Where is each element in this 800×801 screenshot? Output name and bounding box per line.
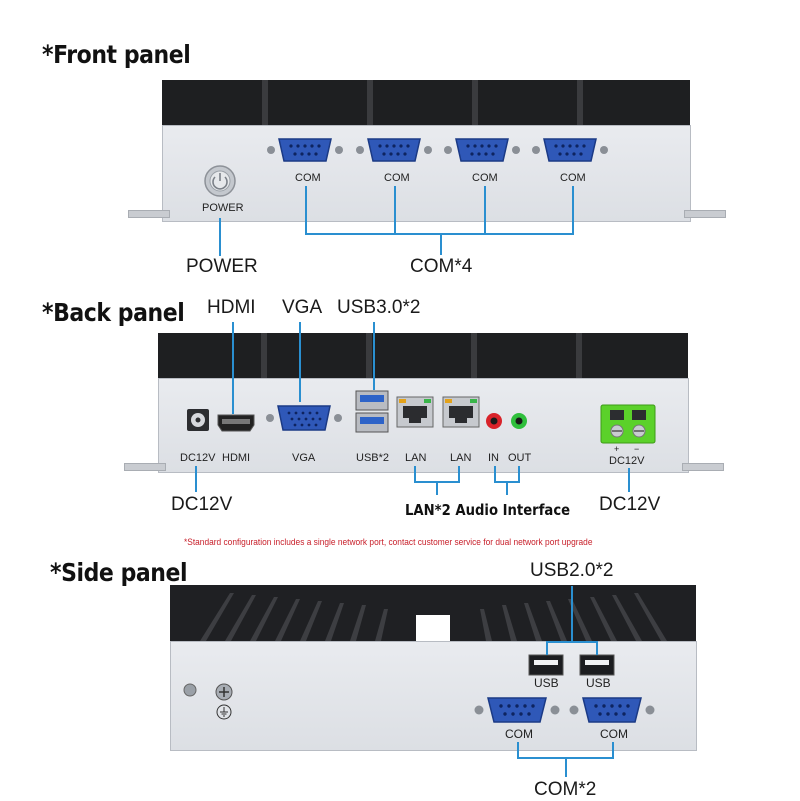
- terminal-minus-label: −: [634, 444, 640, 454]
- com-port-label: COM: [560, 172, 586, 184]
- com-port-label: COM: [295, 172, 321, 184]
- db9-com-port-icon: [474, 697, 560, 723]
- hdmi-callout: HDMI: [207, 297, 256, 318]
- back-panel-title: *Back panel: [42, 298, 185, 327]
- heatsink-fins: [170, 585, 696, 641]
- audio-in-label: IN: [488, 452, 499, 464]
- callout-line: [373, 322, 375, 390]
- callout-line: [546, 641, 597, 643]
- hdmi-port-icon: [217, 414, 255, 432]
- hdmi-port-label: HDMI: [222, 452, 251, 464]
- callout-line: [628, 468, 630, 492]
- terminal-dc-label: DC12V: [609, 455, 645, 467]
- heatsink-fins: [162, 80, 690, 125]
- callout-line: [517, 742, 519, 758]
- callout-line: [546, 641, 548, 655]
- power-button-icon[interactable]: [203, 164, 237, 198]
- usb3-callout: USB3.0*2: [337, 297, 421, 318]
- ground-screw-icon: [215, 683, 233, 701]
- lan-port-label: LAN: [450, 452, 472, 464]
- callout-line: [394, 186, 396, 234]
- usb2-port-icon: [528, 654, 564, 676]
- usb-port-label: USB: [534, 676, 559, 690]
- mounting-flange-right: [684, 210, 726, 218]
- usb-port-label: USB: [586, 676, 611, 690]
- lan-port-label: LAN: [405, 452, 427, 464]
- audio-out-label: OUT: [508, 452, 532, 464]
- com-port-label: COM: [384, 172, 410, 184]
- power-port-label: POWER: [202, 202, 244, 214]
- db9-com-port-icon: [532, 138, 608, 162]
- heatsink-fins: [158, 333, 688, 378]
- ground-symbol-icon: [216, 704, 232, 720]
- callout-line: [494, 466, 496, 482]
- callout-line: [232, 322, 234, 414]
- db9-com-port-icon: [569, 697, 655, 723]
- callout-line: [484, 186, 486, 234]
- callout-line: [506, 481, 508, 495]
- front-chassis: [162, 125, 691, 222]
- com-count-callout: COM*4: [410, 256, 473, 277]
- dc-port-label: DC12V: [180, 452, 216, 464]
- configuration-notice: *Standard configuration includes a singl…: [184, 537, 593, 548]
- com-port-label: COM: [505, 727, 533, 741]
- callout-line: [305, 186, 307, 234]
- lan-port-icon: [442, 396, 480, 428]
- dc-callout-left: DC12V: [171, 494, 233, 515]
- vga-port-icon: [266, 405, 342, 431]
- side-panel-title: *Side panel: [50, 558, 188, 587]
- callout-line: [440, 233, 442, 255]
- vga-port-label: VGA: [292, 452, 316, 464]
- dc-jack-icon: [187, 409, 209, 431]
- com-port-label: COM: [600, 727, 628, 741]
- callout-line: [305, 233, 574, 235]
- usb2-callout: USB2.0*2: [530, 560, 614, 581]
- audio-out-jack-icon: [511, 413, 527, 429]
- callout-line: [596, 641, 598, 655]
- callout-line: [414, 466, 416, 482]
- callout-line: [436, 481, 438, 495]
- audio-in-jack-icon: [486, 413, 502, 429]
- usb2-port-icon: [579, 654, 615, 676]
- callout-line: [195, 466, 197, 492]
- com-port-label: COM: [472, 172, 498, 184]
- lan-port-icon: [396, 396, 434, 428]
- lan-audio-callout: LAN*2 Audio Interface: [405, 501, 571, 519]
- front-panel-title: *Front panel: [42, 40, 191, 69]
- com2-callout: COM*2: [534, 779, 597, 800]
- vga-callout: VGA: [282, 297, 323, 318]
- terminal-plus-label: +: [614, 444, 620, 454]
- callout-line: [571, 586, 573, 642]
- callout-line: [572, 186, 574, 234]
- mounting-flange-right: [682, 463, 724, 471]
- dc-callout-right: DC12V: [599, 494, 661, 515]
- db9-com-port-icon: [356, 138, 432, 162]
- callout-line: [458, 466, 460, 482]
- mounting-flange-left: [128, 210, 170, 218]
- db9-com-port-icon: [444, 138, 520, 162]
- usb-port-label: USB*2: [356, 452, 390, 464]
- dc-terminal-block-icon: [600, 404, 656, 444]
- usb3-port-icon: [355, 390, 389, 433]
- db9-com-port-icon: [267, 138, 343, 162]
- callout-line: [612, 742, 614, 758]
- callout-line: [518, 466, 520, 482]
- callout-line: [299, 322, 301, 402]
- mounting-flange-left: [124, 463, 166, 471]
- screw-icon: [183, 683, 197, 697]
- callout-line: [565, 757, 567, 777]
- callout-line: [219, 218, 221, 256]
- power-callout: POWER: [186, 256, 258, 277]
